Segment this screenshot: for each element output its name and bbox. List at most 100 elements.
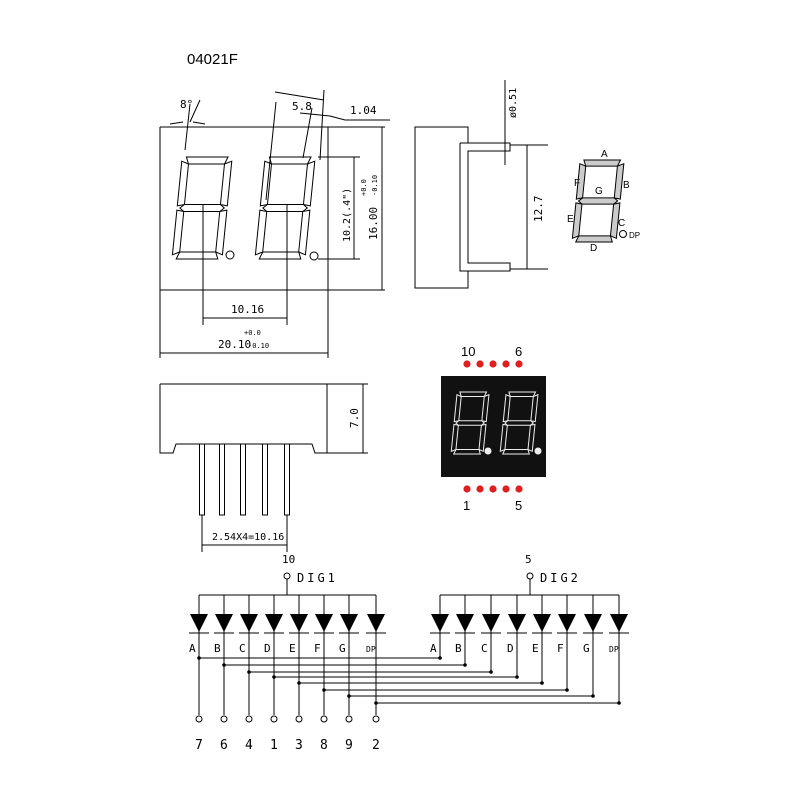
segment-label: F <box>557 642 564 655</box>
dim-total-height: 16.00 <box>367 207 380 240</box>
segment-pin-terminal <box>345 715 353 723</box>
pinout-dp-2 <box>534 447 542 455</box>
pin-label-6: 6 <box>515 344 522 359</box>
segment-pin-number: 7 <box>195 738 203 753</box>
pin-dot <box>502 360 510 368</box>
segment-pin-number: 8 <box>320 738 328 753</box>
dim-height-tol-minus: -0.10 <box>371 175 379 196</box>
side-view: ø0.51 12.7 <box>414 80 548 289</box>
led-diode-icon <box>265 614 283 632</box>
common-pin-number: 10 <box>282 553 295 566</box>
segment-label: E <box>289 642 296 655</box>
dim-height-tol-plus: +0.0 <box>360 179 368 196</box>
pinout-view: 10 6 1 5 <box>441 344 546 513</box>
dim-digit-height: 10.2(.4") <box>342 188 353 242</box>
led-diode-icon <box>215 614 233 632</box>
segment-label: A <box>430 642 437 655</box>
dim-width-tol-plus: +0.0 <box>244 329 261 337</box>
part-number-title: 04021F <box>187 51 238 68</box>
front-view: 8° 5.8 1.04 10.2(.4") 16.00 +0.0 -0.10 1… <box>159 89 390 358</box>
pin-label-1: 1 <box>463 498 470 513</box>
pinout-digit-2 <box>499 391 539 455</box>
segment-pin-terminal <box>372 715 380 723</box>
dim-digit-pitch: 10.16 <box>231 303 264 316</box>
pin-label-5: 5 <box>515 498 522 513</box>
segment-pin-number: 4 <box>245 738 253 753</box>
led-diode-icon <box>315 614 333 632</box>
seg-label-f: F <box>574 178 580 189</box>
segment-pin-number: 1 <box>270 738 278 753</box>
led-diode-icon <box>610 614 628 632</box>
segment-label: C <box>239 642 246 655</box>
pin-lead <box>199 443 205 516</box>
digit-common-label: DIG2 <box>540 571 581 585</box>
common-pin-terminal <box>526 572 534 580</box>
segment-label: DP <box>609 645 619 654</box>
pin-dot <box>515 360 523 368</box>
pin-dot <box>489 360 497 368</box>
angle-label: 8° <box>180 98 193 111</box>
pin-lead <box>284 443 290 516</box>
dim-pin-diameter: ø0.51 <box>508 88 519 118</box>
led-diode-icon <box>431 614 449 632</box>
led-diode-icon <box>240 614 258 632</box>
digit-common-label: DIG1 <box>297 571 338 585</box>
seg-label-g: G <box>595 186 603 197</box>
pin-label-10: 10 <box>461 344 475 359</box>
segment-pin-terminal <box>295 715 303 723</box>
led-diode-icon <box>584 614 602 632</box>
legend-digit <box>571 159 625 243</box>
pinout-dp-1 <box>484 447 492 455</box>
pin-dot <box>463 485 471 493</box>
pin-dot <box>476 485 484 493</box>
pin-dot <box>463 360 471 368</box>
dim-depth: 7.0 <box>348 408 361 428</box>
segment-label: F <box>314 642 321 655</box>
seg-label-e: E <box>567 214 574 225</box>
dim-width-tol-minus: -0.10 <box>248 342 269 350</box>
led-diode-icon <box>508 614 526 632</box>
segment-pin-terminal <box>320 715 328 723</box>
pinout-digit-1 <box>450 391 490 455</box>
segment-pin-number: 3 <box>295 738 303 753</box>
segment-pin-number: 2 <box>372 738 380 753</box>
led-diode-icon <box>290 614 308 632</box>
segment-label: D <box>507 642 514 655</box>
led-diode-icon <box>482 614 500 632</box>
segment-pin-terminal <box>195 715 203 723</box>
segment-pin-terminal <box>270 715 278 723</box>
led-diode-icon <box>190 614 208 632</box>
led-diode-icon <box>340 614 358 632</box>
seg-label-b: B <box>623 180 630 191</box>
segment-pin-number: 6 <box>220 738 228 753</box>
led-diode-icon <box>456 614 474 632</box>
segment-label: C <box>481 642 488 655</box>
front-digit-1 <box>171 156 233 260</box>
segment-legend: A B C D E F G DP <box>567 149 640 254</box>
dim-width: 20.10 <box>218 338 251 351</box>
decimal-point-2 <box>309 251 319 261</box>
common-pin-number: 5 <box>525 553 532 566</box>
seg-label-dp: DP <box>629 231 640 240</box>
pin-dot <box>476 360 484 368</box>
pin-dot <box>489 485 497 493</box>
dim-pin-spacing: 2.54X4=10.16 <box>212 532 284 543</box>
pin-dot <box>502 485 510 493</box>
dim-5-8: 5.8 <box>292 100 312 113</box>
segment-label: G <box>583 642 590 655</box>
pin-lead <box>219 443 225 516</box>
pin-dot <box>515 485 523 493</box>
segment-pin-number: 9 <box>345 738 353 753</box>
segment-label: DP <box>366 645 376 654</box>
led-diode-icon <box>367 614 385 632</box>
seg-label-a: A <box>601 149 608 160</box>
segment-label: B <box>455 642 462 655</box>
segment-label: D <box>264 642 271 655</box>
segment-label: E <box>532 642 539 655</box>
pin-lead <box>240 443 246 516</box>
decimal-point-1 <box>225 250 235 260</box>
segment-label: G <box>339 642 346 655</box>
bottom-view: 2.54X4=10.16 7.0 <box>159 383 368 552</box>
